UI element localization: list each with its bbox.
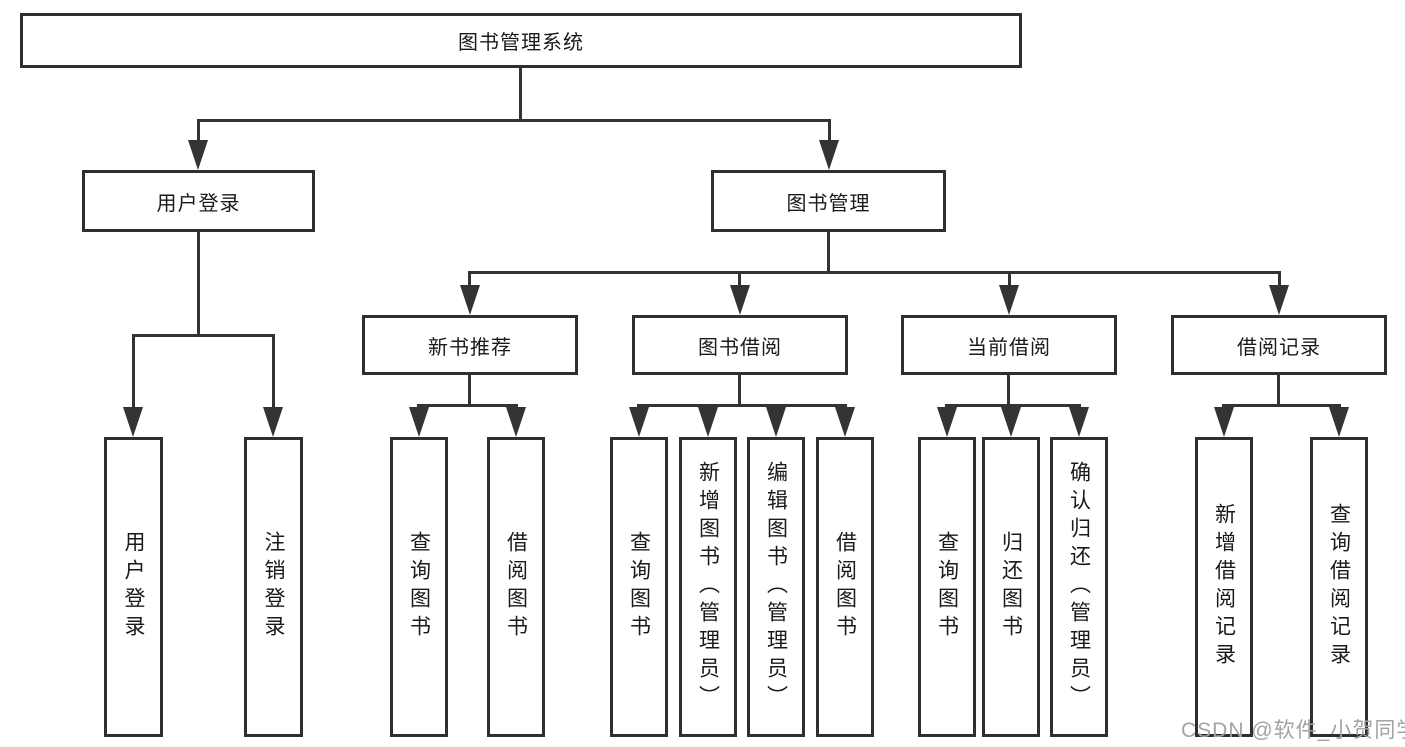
connector-stem bbox=[1007, 375, 1010, 406]
leaf-label: 新增图书（管理员） bbox=[696, 461, 720, 713]
arrowhead-icon bbox=[1269, 285, 1289, 315]
node-label: 图书管理系统 bbox=[458, 32, 584, 54]
node-label: 借阅记录 bbox=[1237, 336, 1321, 359]
connector-stem bbox=[468, 375, 471, 406]
connector-drop bbox=[468, 271, 471, 287]
leaf-borrow-books: 借阅图书 bbox=[816, 437, 874, 737]
leaf-query-books-current: 查询图书 bbox=[918, 437, 976, 737]
leaf-label: 查询图书 bbox=[407, 531, 431, 643]
leaf-label: 查询图书 bbox=[935, 531, 959, 643]
arrowhead-icon bbox=[409, 407, 429, 437]
arrowhead-icon bbox=[1329, 407, 1349, 437]
connector-stem bbox=[1277, 375, 1280, 406]
leaf-label: 借阅图书 bbox=[504, 531, 528, 643]
arrowhead-icon bbox=[506, 407, 526, 437]
leaf-edit-book-admin: 编辑图书（管理员） bbox=[747, 437, 805, 737]
node-label: 图书管理 bbox=[786, 192, 871, 215]
connector-bus bbox=[945, 404, 1081, 407]
arrowhead-icon bbox=[819, 140, 839, 170]
arrowhead-icon bbox=[999, 285, 1019, 315]
leaf-label: 查询借阅记录 bbox=[1327, 503, 1351, 671]
leaf-query-books-borrow: 查询图书 bbox=[610, 437, 668, 737]
arrowhead-icon bbox=[937, 407, 957, 437]
arrowhead-icon bbox=[730, 285, 750, 315]
leaf-label: 用户登录 bbox=[122, 531, 145, 643]
arrowhead-icon bbox=[1214, 407, 1234, 437]
leaf-confirm-return-admin: 确认归还（管理员） bbox=[1050, 437, 1108, 737]
leaf-label: 注销登录 bbox=[262, 531, 285, 643]
connector-drop bbox=[132, 334, 135, 408]
leaf-label: 查询图书 bbox=[627, 531, 651, 643]
node-label: 新书推荐 bbox=[428, 336, 512, 359]
connector-drop bbox=[1008, 271, 1011, 287]
arrowhead-icon bbox=[1069, 407, 1089, 437]
connector-root-stem bbox=[519, 68, 522, 122]
connector-level3-bus bbox=[468, 271, 1281, 274]
connector-bus bbox=[417, 404, 518, 407]
leaf-add-borrow-record: 新增借阅记录 bbox=[1195, 437, 1253, 737]
leaf-query-books-recommend: 查询图书 bbox=[390, 437, 448, 737]
connector-bus bbox=[637, 404, 847, 407]
watermark: CSDN @软件_小贺同学 bbox=[1181, 719, 1405, 742]
leaf-label: 确认归还（管理员） bbox=[1067, 461, 1091, 713]
node-new-book-recommend: 新书推荐 bbox=[362, 315, 578, 375]
arrowhead-icon bbox=[263, 407, 283, 437]
node-book-borrow: 图书借阅 bbox=[632, 315, 848, 375]
node-label: 用户登录 bbox=[156, 192, 241, 215]
leaf-label: 编辑图书（管理员） bbox=[764, 461, 788, 713]
leaf-return-book: 归还图书 bbox=[982, 437, 1040, 737]
leaf-user-login: 用户登录 bbox=[104, 437, 163, 737]
leaf-label: 新增借阅记录 bbox=[1212, 503, 1236, 671]
arrowhead-icon bbox=[188, 140, 208, 170]
connector-drop bbox=[828, 119, 831, 143]
leaf-query-borrow-record: 查询借阅记录 bbox=[1310, 437, 1368, 737]
arrowhead-icon bbox=[698, 407, 718, 437]
node-label: 当前借阅 bbox=[967, 336, 1051, 359]
node-current-borrow: 当前借阅 bbox=[901, 315, 1117, 375]
leaf-add-book-admin: 新增图书（管理员） bbox=[679, 437, 737, 737]
arrowhead-icon bbox=[123, 407, 143, 437]
leaf-label: 归还图书 bbox=[999, 531, 1023, 643]
node-user-login: 用户登录 bbox=[82, 170, 315, 232]
connector-stem bbox=[738, 375, 741, 406]
connector-drop bbox=[272, 334, 275, 408]
connector-stem bbox=[827, 232, 830, 273]
node-book-management: 图书管理 bbox=[711, 170, 946, 232]
leaf-logout: 注销登录 bbox=[244, 437, 303, 737]
arrowhead-icon bbox=[460, 285, 480, 315]
node-borrow-records: 借阅记录 bbox=[1171, 315, 1387, 375]
node-label: 图书借阅 bbox=[698, 336, 782, 359]
connector-bus bbox=[132, 334, 275, 337]
arrowhead-icon bbox=[629, 407, 649, 437]
arrowhead-icon bbox=[835, 407, 855, 437]
node-library-system: 图书管理系统 bbox=[20, 13, 1022, 68]
arrowhead-icon bbox=[1001, 407, 1021, 437]
leaf-borrow-books-recommend: 借阅图书 bbox=[487, 437, 545, 737]
connector-drop bbox=[738, 271, 741, 287]
connector-stem bbox=[197, 232, 200, 336]
arrowhead-icon bbox=[766, 407, 786, 437]
connector-bus bbox=[1222, 404, 1341, 407]
connector-drop bbox=[1278, 271, 1281, 287]
connector-level2-bus bbox=[197, 119, 831, 122]
connector-drop bbox=[197, 119, 200, 143]
leaf-label: 借阅图书 bbox=[833, 531, 857, 643]
